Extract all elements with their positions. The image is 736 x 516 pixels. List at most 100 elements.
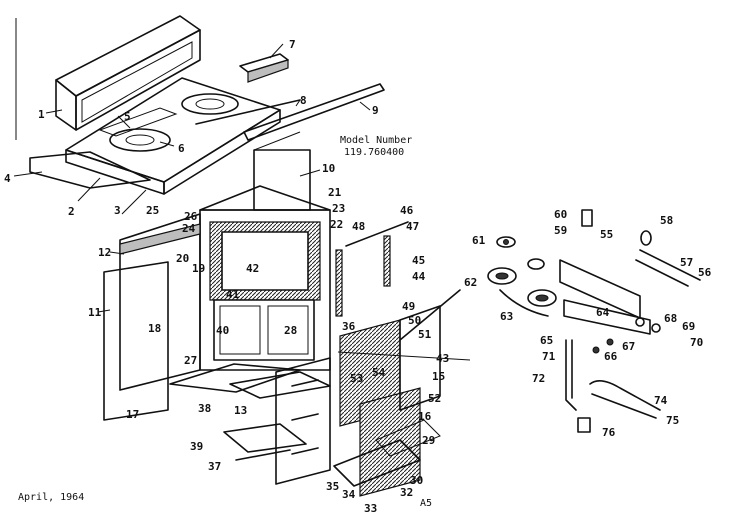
print-date: April, 1964 xyxy=(18,492,84,503)
callout-67: 67 xyxy=(622,340,635,353)
callout-46: 46 xyxy=(400,204,414,217)
callout-25: 25 xyxy=(146,204,159,217)
leader-lines xyxy=(13,43,471,361)
callout-8: 8 xyxy=(300,94,307,107)
callout-58: 58 xyxy=(660,214,673,227)
insulation-strips xyxy=(335,221,409,317)
callout-13: 13 xyxy=(234,404,247,417)
callout-76: 76 xyxy=(602,426,616,439)
broiler-pan xyxy=(223,423,307,453)
callout-37: 37 xyxy=(208,460,221,473)
back-rail xyxy=(243,83,385,141)
callout-41: 41 xyxy=(226,288,240,301)
callout-44: 44 xyxy=(412,270,426,283)
callout-61: 61 xyxy=(472,234,486,247)
bottom-trim-panel xyxy=(29,151,151,189)
callout-57: 57 xyxy=(680,256,693,269)
callout-34: 34 xyxy=(342,488,356,501)
callout-45: 45 xyxy=(412,254,425,267)
callout-49: 49 xyxy=(402,300,415,313)
callout-60: 60 xyxy=(554,208,567,221)
callout-1: 1 xyxy=(38,108,45,121)
callout-69: 69 xyxy=(682,320,695,333)
callout-43: 43 xyxy=(436,352,449,365)
control-cover xyxy=(399,289,461,341)
callout-29: 29 xyxy=(422,434,435,447)
bottom-panel xyxy=(169,363,301,393)
page-code: A5 xyxy=(420,498,432,509)
callout-64: 64 xyxy=(596,306,610,319)
callout-12: 12 xyxy=(98,246,111,259)
callout-18: 18 xyxy=(148,322,161,335)
callout-65: 65 xyxy=(540,334,553,347)
callout-28: 28 xyxy=(284,324,297,337)
callout-75: 75 xyxy=(666,414,679,427)
oven-door xyxy=(275,357,331,485)
callout-40: 40 xyxy=(216,324,229,337)
callout-33: 33 xyxy=(364,502,377,515)
callout-30: 30 xyxy=(410,474,423,487)
callout-26: 26 xyxy=(184,210,198,223)
callout-56: 56 xyxy=(698,266,712,279)
callout-15: 15 xyxy=(432,370,445,383)
callout-10: 10 xyxy=(322,162,335,175)
broiler-rack xyxy=(235,449,291,461)
callout-38: 38 xyxy=(198,402,211,415)
callout-53: 53 xyxy=(350,372,363,385)
rear-rail xyxy=(195,99,301,125)
right-side-panel xyxy=(253,131,311,211)
drip-tray xyxy=(229,371,331,399)
callout-22: 22 xyxy=(330,218,343,231)
callout-32: 32 xyxy=(400,486,413,499)
callout-71: 71 xyxy=(542,350,556,363)
callout-72: 72 xyxy=(532,372,545,385)
callout-16: 16 xyxy=(418,410,432,423)
callout-68: 68 xyxy=(664,312,677,325)
callout-27: 27 xyxy=(184,354,197,367)
callout-47: 47 xyxy=(406,220,419,233)
callout-59: 59 xyxy=(554,224,567,237)
pressure-regulator xyxy=(581,209,593,227)
model-number-label: Model Number xyxy=(340,135,412,146)
callout-24: 24 xyxy=(182,222,196,235)
oven-body xyxy=(199,185,331,371)
lower-door-panel xyxy=(333,305,441,497)
callout-23: 23 xyxy=(332,202,345,215)
callout-labels: 1 2 3 4 5 6 7 8 9 10 11 12 13 15 16 17 1… xyxy=(4,38,712,515)
callout-4: 4 xyxy=(4,172,11,185)
callout-51: 51 xyxy=(418,328,432,341)
callout-9: 9 xyxy=(372,104,379,117)
cooktop xyxy=(65,77,281,195)
callout-6: 6 xyxy=(178,142,185,155)
callout-3: 3 xyxy=(114,204,121,217)
callout-11: 11 xyxy=(88,306,102,319)
callout-62: 62 xyxy=(464,276,477,289)
callout-7: 7 xyxy=(289,38,296,51)
callout-19: 19 xyxy=(192,262,205,275)
callout-52: 52 xyxy=(428,392,441,405)
callout-66: 66 xyxy=(604,350,618,363)
callout-48: 48 xyxy=(352,220,365,233)
callout-50: 50 xyxy=(408,314,421,327)
backsplash-panel xyxy=(55,15,201,131)
callout-54: 54 xyxy=(372,366,386,379)
callout-39: 39 xyxy=(190,440,203,453)
callout-70: 70 xyxy=(690,336,703,349)
callout-36: 36 xyxy=(342,320,356,333)
left-frame xyxy=(119,213,201,391)
callout-42: 42 xyxy=(246,262,259,275)
callout-5: 5 xyxy=(124,110,131,123)
callout-35: 35 xyxy=(326,480,339,493)
callout-74: 74 xyxy=(654,394,668,407)
callout-17: 17 xyxy=(126,408,139,421)
bracket xyxy=(239,53,289,83)
callout-2: 2 xyxy=(68,205,75,218)
callout-20: 20 xyxy=(176,252,189,265)
callout-55: 55 xyxy=(600,228,613,241)
left-side-panel xyxy=(103,261,169,421)
model-number-value: 119.760400 xyxy=(344,147,404,158)
callout-63: 63 xyxy=(500,310,513,323)
burner-assembly xyxy=(487,209,701,433)
callout-21: 21 xyxy=(328,186,342,199)
